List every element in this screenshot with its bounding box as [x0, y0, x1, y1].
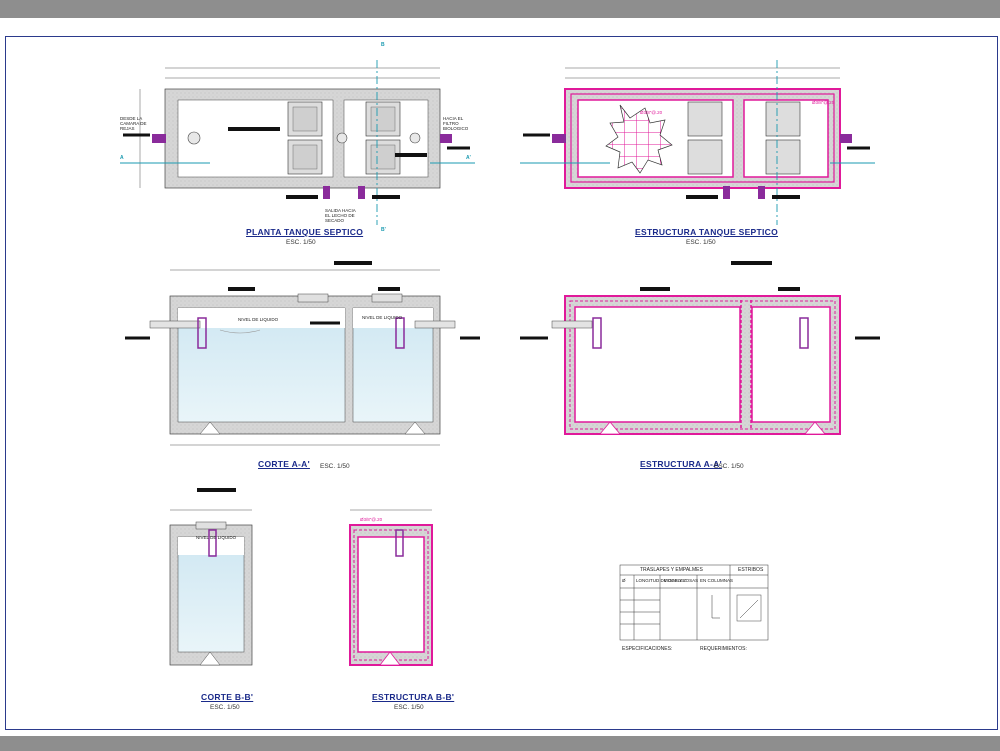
specs-heading: ESPECIFICACIONES: [622, 646, 673, 652]
label-hacia-filtro: HACIA EL FILTRO BIOLOGICO [443, 116, 469, 131]
estructura-aa-title: ESTRUCTURA A-A' [640, 459, 722, 469]
section-mark-b-top: B [381, 42, 385, 48]
section-mark-a-right: A' [466, 155, 471, 161]
estructura-aa-scale: ESC. 1/50 [714, 463, 744, 470]
label-salida-lecho: SALIDA HACIA EL LECHO DE SECADO [325, 208, 356, 223]
corte-aa-title: CORTE A-A' [258, 459, 310, 469]
label-rebar-3: Ø3/8"@.20 [360, 517, 383, 522]
corte-bb-view [169, 488, 253, 666]
sheet-frame [5, 36, 998, 730]
planta-tanque-view [120, 60, 475, 225]
corte-bb-scale: ESC. 1/50 [210, 704, 240, 711]
top-bar [0, 0, 1000, 18]
label-rebar-2: Ø3/8"@.25 [812, 100, 835, 105]
estructura-planta-title: ESTRUCTURA TANQUE SEPTICO [635, 227, 779, 237]
estructura-planta-scale: ESC. 1/50 [686, 239, 716, 246]
table-title-estribos: ESTRIBOS [738, 567, 764, 573]
label-nivel-liquido-2: NIVEL DE LIQUIDO [362, 315, 403, 320]
estructura-aa-view [520, 261, 880, 435]
estructura-bb-title: ESTRUCTURA B-B' [372, 692, 455, 702]
corte-bb-title: CORTE B-B' [201, 692, 254, 702]
table-title: TRASLAPES Y EMPALMES [640, 567, 703, 573]
reqs-heading: REQUERIMIENTOS: [700, 646, 747, 652]
planta-title: PLANTA TANQUE SEPTICO [246, 227, 364, 237]
estructura-bb-scale: ESC. 1/50 [394, 704, 424, 711]
table-col-diam: Ø [622, 578, 626, 583]
planta-scale: ESC. 1/50 [286, 239, 316, 246]
label-rebar-1: Ø3/8"@.20 [640, 110, 663, 115]
table-col-columnas: EN COLUMNAS [700, 578, 734, 583]
estructura-bb-view [349, 509, 433, 666]
section-mark-a-left: A [120, 155, 124, 161]
label-desde-camara: DESDE LA CAMARA DE REJAS [120, 116, 147, 131]
label-nivel-liquido-3: NIVEL DE LIQUIDO [196, 535, 237, 540]
label-nivel-liquido: NIVEL DE LIQUIDO [238, 317, 279, 322]
corte-aa-view [125, 261, 480, 446]
table-col-vigas: VIGAS Y LOSAS [664, 578, 699, 583]
bottom-bar [0, 736, 1000, 751]
table-col-doblez: LONGITUD DE DOBLEZ [636, 578, 687, 583]
section-mark-b-bottom: B' [381, 227, 386, 233]
estructura-tanque-view [520, 60, 875, 225]
rebar-table [619, 564, 769, 641]
corte-aa-scale: ESC. 1/50 [320, 463, 350, 470]
